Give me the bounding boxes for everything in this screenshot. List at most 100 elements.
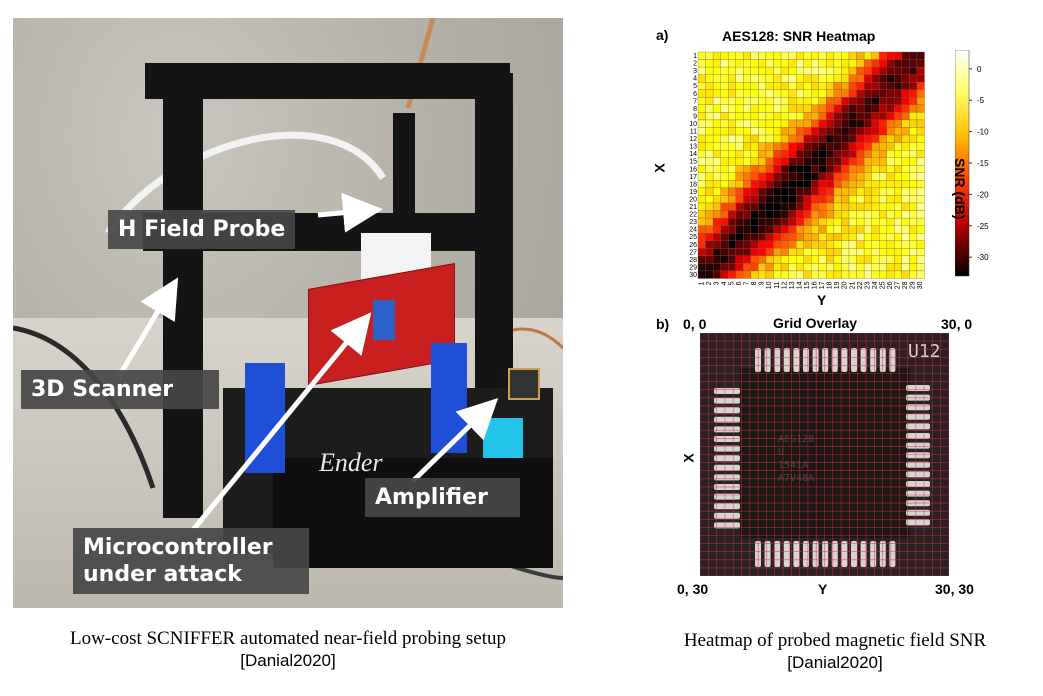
heatmap-cell xyxy=(743,165,751,173)
heatmap-cell xyxy=(728,172,736,181)
heatmap-cell xyxy=(743,119,751,128)
heatmap-cell xyxy=(848,119,857,128)
heatmap-cell xyxy=(833,66,842,75)
heatmap-cell xyxy=(743,66,751,75)
heatmap-cell xyxy=(871,187,880,196)
heatmap-cell xyxy=(712,66,721,75)
heatmap-cell xyxy=(909,127,918,136)
heatmap-cell xyxy=(833,134,842,143)
heatmap-cell xyxy=(720,74,729,83)
heatmap-cell xyxy=(848,195,857,204)
chip-pin xyxy=(906,452,930,459)
heatmap-cell xyxy=(720,263,729,272)
heatmap-x-tick-label: 4 xyxy=(721,281,728,285)
heatmap-cell xyxy=(780,97,789,105)
heatmap-cell xyxy=(818,255,827,264)
heatmap-cell xyxy=(818,97,827,105)
heatmap-cell xyxy=(818,240,827,249)
heatmap-cell xyxy=(833,89,842,98)
heatmap-cell xyxy=(788,127,797,136)
heatmap-cell xyxy=(826,104,835,113)
heatmap-x-tick-label: 16 xyxy=(812,281,819,289)
heatmap-cell xyxy=(871,263,880,272)
heatmap-cell xyxy=(916,134,925,143)
heatmap-cell xyxy=(901,240,910,249)
heatmap-cell xyxy=(871,210,880,219)
heatmap-cell xyxy=(788,172,797,181)
heatmap-cell xyxy=(909,142,918,151)
heatmap-cell xyxy=(848,225,857,234)
heatmap-cell xyxy=(705,240,714,249)
heatmap-cell xyxy=(848,74,857,83)
heatmap-cell xyxy=(879,74,887,83)
heatmap-cell xyxy=(826,142,835,151)
heatmap-cell xyxy=(879,51,887,60)
heatmap-cell xyxy=(803,66,812,75)
heatmap-cell xyxy=(758,150,767,158)
chip-pin xyxy=(889,541,896,567)
heatmap-cell xyxy=(841,66,850,75)
heatmap-cell xyxy=(765,270,774,279)
heatmap-cell xyxy=(826,127,835,136)
heatmap-cell xyxy=(894,233,903,241)
heatmap-cell xyxy=(728,248,736,257)
heatmap-cell xyxy=(916,217,925,226)
heatmap-cell xyxy=(909,74,918,83)
heatmap-cell xyxy=(833,180,842,189)
heatmap-y-tick-label: 26 xyxy=(689,242,697,249)
heatmap-cell xyxy=(712,134,721,143)
chip-pin xyxy=(714,503,740,510)
heatmap-cell xyxy=(901,142,910,151)
heatmap-cell xyxy=(728,165,736,173)
heatmap-cell xyxy=(879,187,887,196)
heatmap-cell xyxy=(720,233,729,241)
heatmap-cell xyxy=(743,104,751,113)
heatmap-cell xyxy=(811,142,819,151)
heatmap-cell xyxy=(818,134,827,143)
heatmap-cell xyxy=(705,51,714,60)
heatmap-cell xyxy=(773,89,782,98)
chip-pin xyxy=(906,519,930,526)
heatmap-cell xyxy=(773,104,782,113)
heatmap-cell xyxy=(705,142,714,151)
heatmap-cell xyxy=(863,112,872,121)
heatmap-cell xyxy=(901,255,910,264)
heatmap-cell xyxy=(803,51,812,60)
heatmap-cell xyxy=(697,104,706,113)
heatmap-cell xyxy=(697,225,706,234)
heatmap-cell xyxy=(879,202,887,211)
heatmap-cell xyxy=(841,119,850,128)
heatmap-cell xyxy=(841,127,850,136)
heatmap-cell xyxy=(720,225,729,234)
heatmap-cell xyxy=(720,51,729,60)
heatmap-cell xyxy=(720,104,729,113)
heatmap-cell xyxy=(909,172,918,181)
heatmap-cell xyxy=(826,66,835,75)
corner-top-left: 0, 0 xyxy=(683,316,707,332)
heatmap-cell xyxy=(796,180,804,189)
heatmap-cell xyxy=(728,202,736,211)
heatmap-x-tick-label: 22 xyxy=(857,281,864,289)
heatmap-cell xyxy=(916,112,925,121)
heatmap-cell xyxy=(697,202,706,211)
heatmap-cell xyxy=(841,248,850,257)
heatmap-cell xyxy=(848,66,857,75)
heatmap-cell xyxy=(833,119,842,128)
heatmap-cell xyxy=(773,150,782,158)
heatmap-cell xyxy=(826,119,835,128)
heatmap-cell xyxy=(833,270,842,279)
heatmap-cell xyxy=(796,165,804,173)
heatmap-cell xyxy=(720,270,729,279)
heatmap-cell xyxy=(705,150,714,158)
heatmap-cell xyxy=(743,217,751,226)
heatmap-cell xyxy=(901,134,910,143)
heatmap-cell xyxy=(765,202,774,211)
heatmap-cell xyxy=(773,51,782,60)
heatmap-cell xyxy=(871,225,880,234)
heatmap-cell xyxy=(909,82,918,90)
heatmap-cell xyxy=(909,248,918,257)
heatmap-cell xyxy=(720,82,729,90)
heatmap-cell xyxy=(916,59,925,68)
heatmap-cell xyxy=(894,255,903,264)
heatmap-cell xyxy=(720,142,729,151)
